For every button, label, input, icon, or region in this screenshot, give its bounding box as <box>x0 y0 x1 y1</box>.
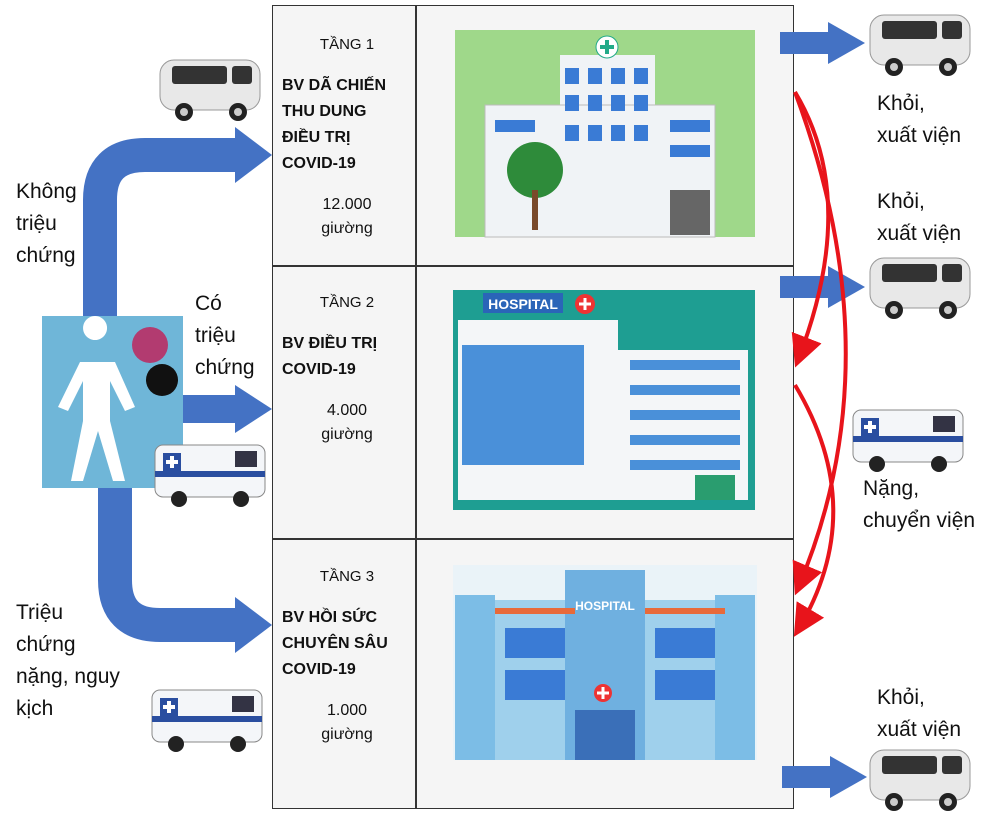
label-line: chứng <box>16 244 76 267</box>
name-line: THU DUNG <box>282 103 367 120</box>
name-line: ĐIỀU TRỊ <box>282 129 351 146</box>
tier-3-hospital-image: HOSPITAL <box>453 565 757 760</box>
label-severe: Triệu chứng nặng, nguy kịch <box>16 597 120 725</box>
ambulance-icon <box>153 443 267 509</box>
arrow-to-tier-3 <box>98 488 272 653</box>
label-line: chứng <box>16 633 76 656</box>
ambulance-icon <box>851 408 965 474</box>
transfer-arrow <box>792 91 848 596</box>
column-divider <box>415 5 417 809</box>
arrow-discharge-1 <box>780 22 865 64</box>
beds-unit: giường <box>321 726 373 743</box>
hospital-sign: HOSPITAL <box>575 599 635 613</box>
transfer-arrow <box>793 383 836 637</box>
beds-unit: giường <box>321 220 373 237</box>
arrow-to-tier-2 <box>183 385 272 433</box>
tier-1-beds: 12.000 <box>322 196 372 213</box>
label-line: xuất viện <box>877 718 962 741</box>
label-line: Khỏi, <box>877 92 925 115</box>
name-line: BV DÃ CHIẾN <box>282 77 387 94</box>
name-line: COVID-19 <box>282 361 356 378</box>
arrow-to-tier-1 <box>83 127 272 316</box>
label-line: nặng, nguy <box>16 665 120 688</box>
hospital-sign: HOSPITAL <box>488 296 558 312</box>
label-line: triệu <box>16 212 57 235</box>
beds-unit: giường <box>321 426 373 443</box>
row-divider <box>272 538 794 540</box>
arrow-discharge-3 <box>782 756 867 798</box>
name-line: COVID-19 <box>282 661 356 678</box>
tier-3-label: TẦNG 3 <box>319 568 375 585</box>
ambulance-icon <box>150 688 264 754</box>
label-line: Có <box>195 292 222 315</box>
label-symptomatic: Có triệu chứng <box>195 288 255 384</box>
label-line: Khỏi, <box>877 686 925 709</box>
van-icon <box>159 59 261 122</box>
label-transfer: Nặng, chuyển viện <box>863 473 975 537</box>
label-line: kịch <box>16 697 54 720</box>
name-line: COVID-19 <box>282 155 356 172</box>
tier-1-info: TẦNG 1 BV DÃ CHIẾN THU DUNG ĐIỀU TRỊ COV… <box>282 36 412 241</box>
label-line: Triệu <box>16 601 64 624</box>
label-line: chuyển viện <box>863 509 976 532</box>
row-divider <box>272 265 794 267</box>
label-discharge-3: Khỏi, xuất viện <box>877 682 961 746</box>
name-line: BV HỒI SỨC <box>282 609 378 626</box>
label-discharge-2: Khỏi, xuất viện <box>877 186 961 250</box>
label-line: Không <box>16 180 77 203</box>
tier-2-label: TẦNG 2 <box>319 294 375 311</box>
name-line: CHUYÊN SÂU <box>282 635 388 652</box>
label-asymptomatic: Không triệu chứng <box>16 176 77 272</box>
tier-2-info: TẦNG 2 BV ĐIỀU TRỊ COVID-19 4.000 giường <box>282 294 412 447</box>
tier-2-beds: 4.000 <box>326 402 368 419</box>
van-icon <box>869 14 971 77</box>
label-line: Nặng, <box>863 477 920 500</box>
tier-1-label: TẦNG 1 <box>319 36 375 53</box>
label-line: triệu <box>195 324 236 347</box>
transfer-arrow <box>791 90 831 368</box>
tier-1-name: BV DÃ CHIẾN THU DUNG ĐIỀU TRỊ COVID-19 <box>282 73 412 177</box>
label-discharge-1: Khỏi, xuất viện <box>877 88 961 152</box>
van-icon <box>869 749 971 812</box>
tier-3-beds: 1.000 <box>326 702 368 719</box>
tier-2-hospital-image: HOSPITAL <box>453 290 755 510</box>
label-line: xuất viện <box>877 124 962 147</box>
name-line: BV ĐIỀU TRỊ <box>282 335 378 352</box>
label-line: chứng <box>195 356 255 379</box>
transfer-arrows <box>791 90 848 637</box>
van-icon <box>869 257 971 320</box>
label-line: Khỏi, <box>877 190 925 213</box>
tier-3-info: TẦNG 3 BV HỒI SỨC CHUYÊN SÂU COVID-19 1.… <box>282 568 412 747</box>
tier-1-hospital-image <box>455 30 755 238</box>
label-line: xuất viện <box>877 222 962 245</box>
